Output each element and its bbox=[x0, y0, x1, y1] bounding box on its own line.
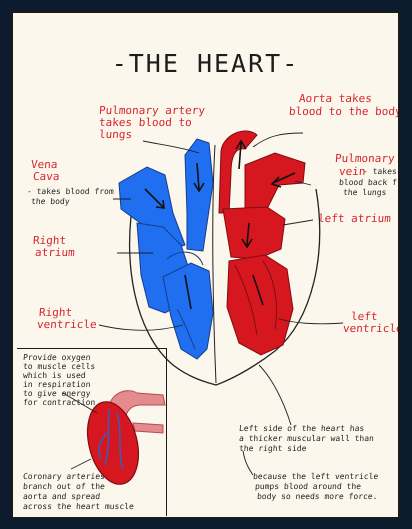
label-vena-cava-desc-1: - takes blood from bbox=[27, 188, 114, 196]
label-cava: Cava bbox=[33, 171, 60, 182]
label-vena-cava-desc-2: the body bbox=[31, 198, 70, 206]
label-right-atrium-1: Right bbox=[33, 235, 67, 246]
coronary-note-3: aorta and spread bbox=[23, 493, 101, 501]
label-left-ventricle-1: left bbox=[351, 311, 378, 322]
label-left-atrium: left atrium bbox=[318, 213, 392, 224]
label-right-atrium-2: atrium bbox=[35, 247, 76, 258]
label-pulmonary-artery: Pulmonary artery bbox=[99, 105, 206, 116]
label-right-ventricle-1: Right bbox=[39, 307, 73, 318]
coronary-note-1: Coronary arteries bbox=[23, 473, 105, 481]
diagram-sheet: -THE HEART- bbox=[11, 11, 400, 519]
inset-note-2: to muscle cells bbox=[23, 363, 96, 371]
inset-note-3: which is used bbox=[23, 372, 86, 380]
wall-reason-3: body so needs more force. bbox=[257, 493, 378, 501]
wall-reason-2: pumps blood around the bbox=[255, 483, 362, 491]
label-pulmonary-vein-1: Pulmonary bbox=[335, 153, 395, 164]
label-pulmonary-artery-desc-2: lungs bbox=[99, 129, 133, 140]
inset-note-5: to give energy bbox=[23, 390, 91, 398]
label-pulmonary-vein-desc-3: the lungs bbox=[343, 189, 387, 197]
label-pulmonary-vein-desc-1: - takes bbox=[363, 168, 397, 176]
coronary-note-2: branch out of the bbox=[23, 483, 105, 491]
label-vena: Vena bbox=[31, 159, 58, 170]
label-left-ventricle-2: ventricle bbox=[343, 323, 400, 334]
right-ventricle-shape bbox=[163, 263, 213, 359]
wall-note-3: the right side bbox=[239, 445, 307, 453]
coronary-note-4: across the heart muscle bbox=[23, 503, 134, 511]
wall-note-2: a thicker muscular wall than bbox=[239, 435, 374, 443]
label-pulmonary-vein-desc-2: blood back from bbox=[339, 179, 400, 187]
label-aorta: Aorta takes bbox=[299, 93, 373, 104]
wall-note-1: Left side of the heart has bbox=[239, 425, 365, 433]
inset-note-6: for contraction bbox=[23, 399, 96, 407]
right-heart-blue bbox=[119, 139, 213, 359]
inset-note-4: in respiration bbox=[23, 381, 91, 389]
wall-reason-1: because the left ventricle bbox=[253, 473, 379, 481]
left-atrium-shape bbox=[223, 207, 285, 259]
label-aorta-desc: blood to the body bbox=[289, 106, 400, 117]
inset-note-1: Provide oxygen bbox=[23, 354, 91, 362]
pulmonary-vein-shape bbox=[245, 153, 305, 213]
label-pulmonary-artery-desc-1: takes blood to bbox=[99, 117, 192, 128]
label-right-ventricle-2: ventricle bbox=[37, 319, 97, 330]
pulmonary-artery-shape bbox=[185, 139, 213, 251]
